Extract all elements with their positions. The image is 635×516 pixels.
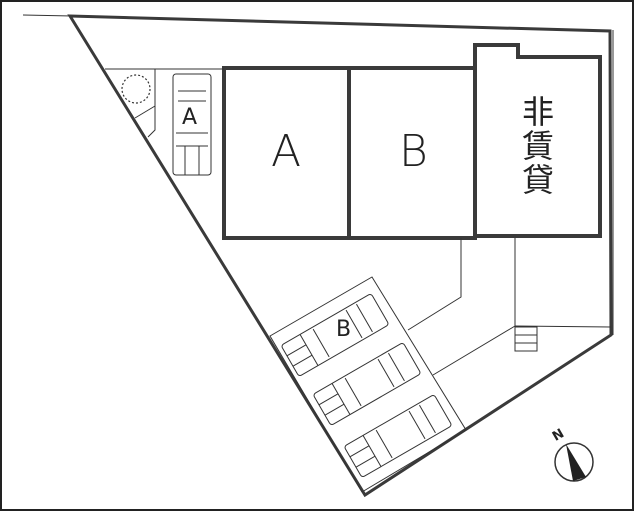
road-line — [22, 14, 73, 17]
car-b1-icon — [281, 294, 389, 376]
parking-a-label: A — [182, 105, 198, 130]
north-arrow-icon — [554, 442, 594, 482]
car-b3-icon — [344, 395, 452, 477]
building-non-rental-label: 非賃貸 — [517, 95, 555, 197]
car-a-icon — [172, 73, 212, 176]
car-b2-icon — [313, 343, 421, 425]
walkway-edge — [407, 238, 462, 331]
tree-icon — [121, 74, 151, 104]
property-boundary — [67, 14, 613, 498]
stairs-icon — [514, 326, 538, 352]
building-b-label: B — [399, 126, 428, 177]
parking-b-area — [269, 276, 467, 493]
building-a-label: A — [271, 126, 302, 177]
planter-box — [147, 69, 156, 138]
parking-b-label: B — [336, 317, 352, 342]
building-non-rental — [473, 43, 602, 238]
